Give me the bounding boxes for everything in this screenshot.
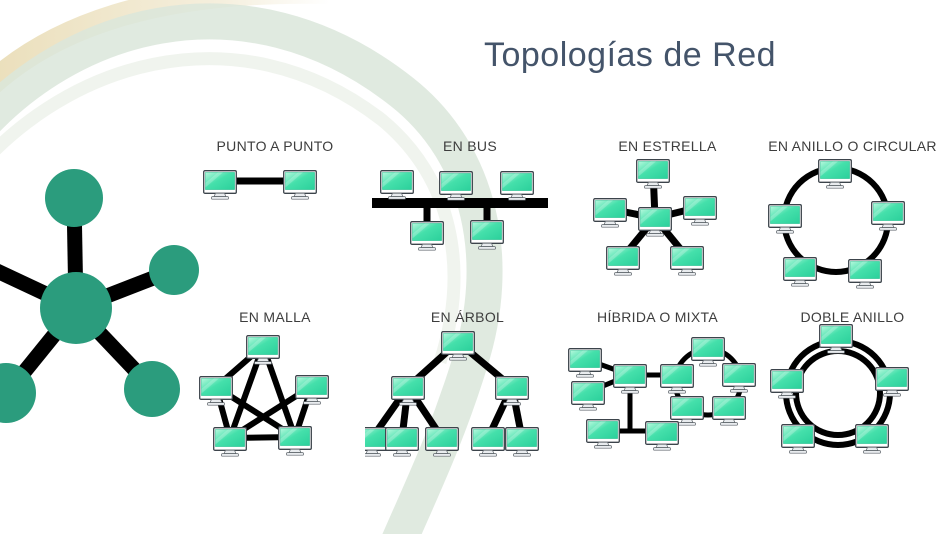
topology-label: PUNTO A PUNTO xyxy=(216,138,334,154)
computer-icon xyxy=(818,159,852,189)
topology-label: DOBLE ANILLO xyxy=(800,309,905,325)
computer-icon xyxy=(819,324,853,354)
computer-icon xyxy=(439,171,473,201)
topology-card-en-anillo: EN ANILLO O CIRCULAR xyxy=(755,132,950,300)
topology-diagram-en-anillo xyxy=(768,159,905,289)
decorative-arc-green-inner xyxy=(0,52,461,364)
computer-icon xyxy=(500,171,534,201)
topology-diagram-doble-anillo xyxy=(770,324,909,454)
computer-icon xyxy=(410,221,444,251)
topology-card-punto-a-punto: PUNTO A PUNTO xyxy=(185,132,365,297)
decorative-arc-beige xyxy=(0,0,330,93)
slide-title: Topologías de Red xyxy=(483,36,777,74)
computer-icon xyxy=(568,348,602,378)
topology-label: EN ANILLO O CIRCULAR xyxy=(768,138,937,154)
computer-icon xyxy=(495,376,529,406)
computer-icon xyxy=(203,170,237,200)
topology-diagram-en-malla xyxy=(199,335,329,457)
topology-label: EN MALLA xyxy=(239,309,311,325)
topology-card-en-arbol: EN ÁRBOL xyxy=(365,303,570,483)
computer-icon xyxy=(199,376,233,406)
topology-label: EN ÁRBOL xyxy=(430,309,505,325)
computer-icon xyxy=(781,424,815,454)
computer-icon xyxy=(670,246,704,276)
hub-nodes xyxy=(0,169,199,423)
topology-card-hibrida: HÍBRIDA O MIXTA xyxy=(555,303,760,483)
computer-icon xyxy=(295,375,329,405)
inner-ring-line xyxy=(793,348,883,438)
computer-icon xyxy=(385,427,419,457)
computer-icon xyxy=(606,246,640,276)
computer-icon xyxy=(593,198,627,228)
computer-icon xyxy=(712,396,746,426)
computer-icon xyxy=(471,427,505,457)
computer-icon xyxy=(505,427,539,457)
computer-icon xyxy=(660,364,694,394)
computer-icon xyxy=(722,363,756,393)
topology-label: EN ESTRELLA xyxy=(618,138,717,154)
computer-icon xyxy=(855,424,889,454)
topology-card-en-estrella: EN ESTRELLA xyxy=(580,132,755,297)
topology-diagram-en-bus xyxy=(372,170,548,251)
computer-icon xyxy=(636,159,670,189)
topology-card-en-bus: EN BUS xyxy=(370,132,570,297)
computer-icon xyxy=(365,427,389,457)
computer-icon xyxy=(213,427,247,457)
topology-diagram-en-arbol xyxy=(365,331,539,457)
network-hub-graphic xyxy=(0,169,199,423)
topology-diagram-hibrida xyxy=(568,337,756,451)
topology-card-doble-anillo: DOBLE ANILLO xyxy=(755,303,950,483)
computer-icon xyxy=(586,419,620,449)
computer-icon xyxy=(613,364,647,394)
computer-icon xyxy=(691,337,725,367)
computer-icon xyxy=(470,220,504,250)
computer-icon xyxy=(848,259,882,289)
computer-icon xyxy=(871,201,905,231)
topology-label: HÍBRIDA O MIXTA xyxy=(597,309,718,325)
computer-icon xyxy=(283,170,317,200)
computer-icon xyxy=(768,204,802,234)
topology-label: EN BUS xyxy=(443,138,497,154)
computer-icon xyxy=(278,426,312,456)
computer-icon xyxy=(783,257,817,287)
topology-diagram-punto-a-punto xyxy=(203,170,317,200)
computer-icon xyxy=(645,421,679,451)
computer-icon xyxy=(380,170,414,200)
computer-icon xyxy=(425,427,459,457)
computer-icon xyxy=(683,196,717,226)
topology-card-en-malla: EN MALLA xyxy=(185,303,365,483)
computer-icon xyxy=(571,381,605,411)
computer-icon xyxy=(670,396,704,426)
topology-diagram-en-estrella xyxy=(593,159,717,276)
